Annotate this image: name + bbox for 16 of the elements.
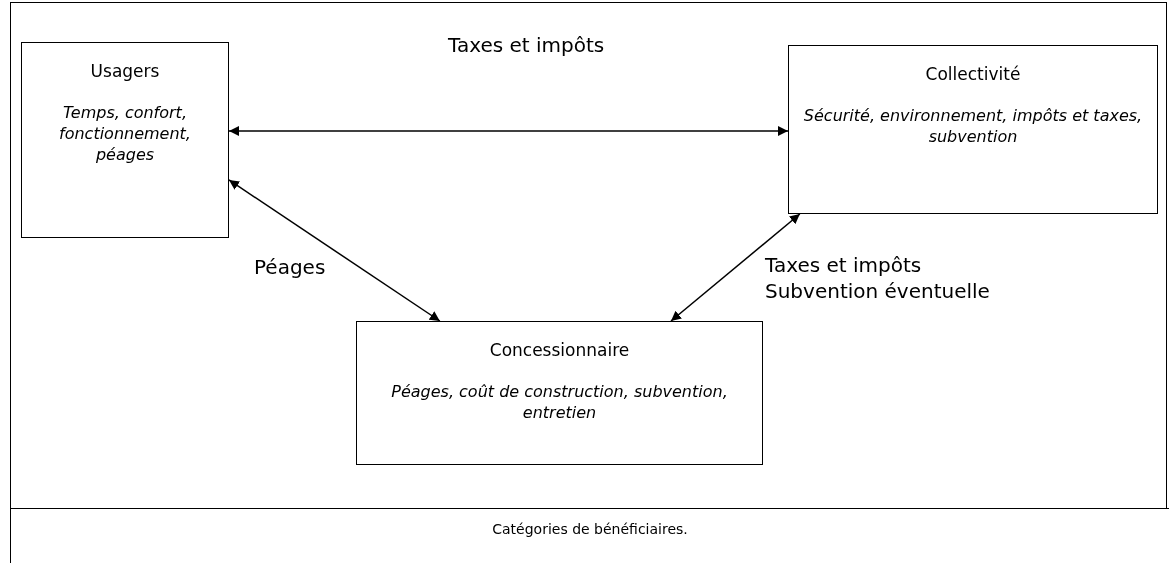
figure-caption: Catégories de bénéficiaires. — [492, 521, 688, 537]
edge-label: Taxes et impôts Subvention éventuelle — [765, 252, 991, 304]
double-arrow — [670, 213, 801, 322]
box-description: Péages, coût de construction, subvention, entretien — [390, 382, 729, 424]
box-title: Collectivité — [925, 64, 1021, 84]
box-description: Sécurité, environnement, impôts et taxes, subvention — [802, 106, 1144, 148]
edge-label: Péages — [254, 254, 327, 280]
edge-label: Taxes et impôts — [448, 32, 606, 58]
box-title: Concessionnaire — [489, 340, 630, 360]
stakeholder-box — [21, 42, 229, 238]
stakeholder-box — [788, 45, 1158, 214]
double-arrow — [228, 179, 441, 322]
double-arrow — [228, 126, 789, 136]
box-description: Temps, confort, fonctionnement, péages — [58, 103, 192, 166]
stakeholder-box — [356, 321, 763, 465]
box-title: Usagers — [90, 61, 160, 81]
